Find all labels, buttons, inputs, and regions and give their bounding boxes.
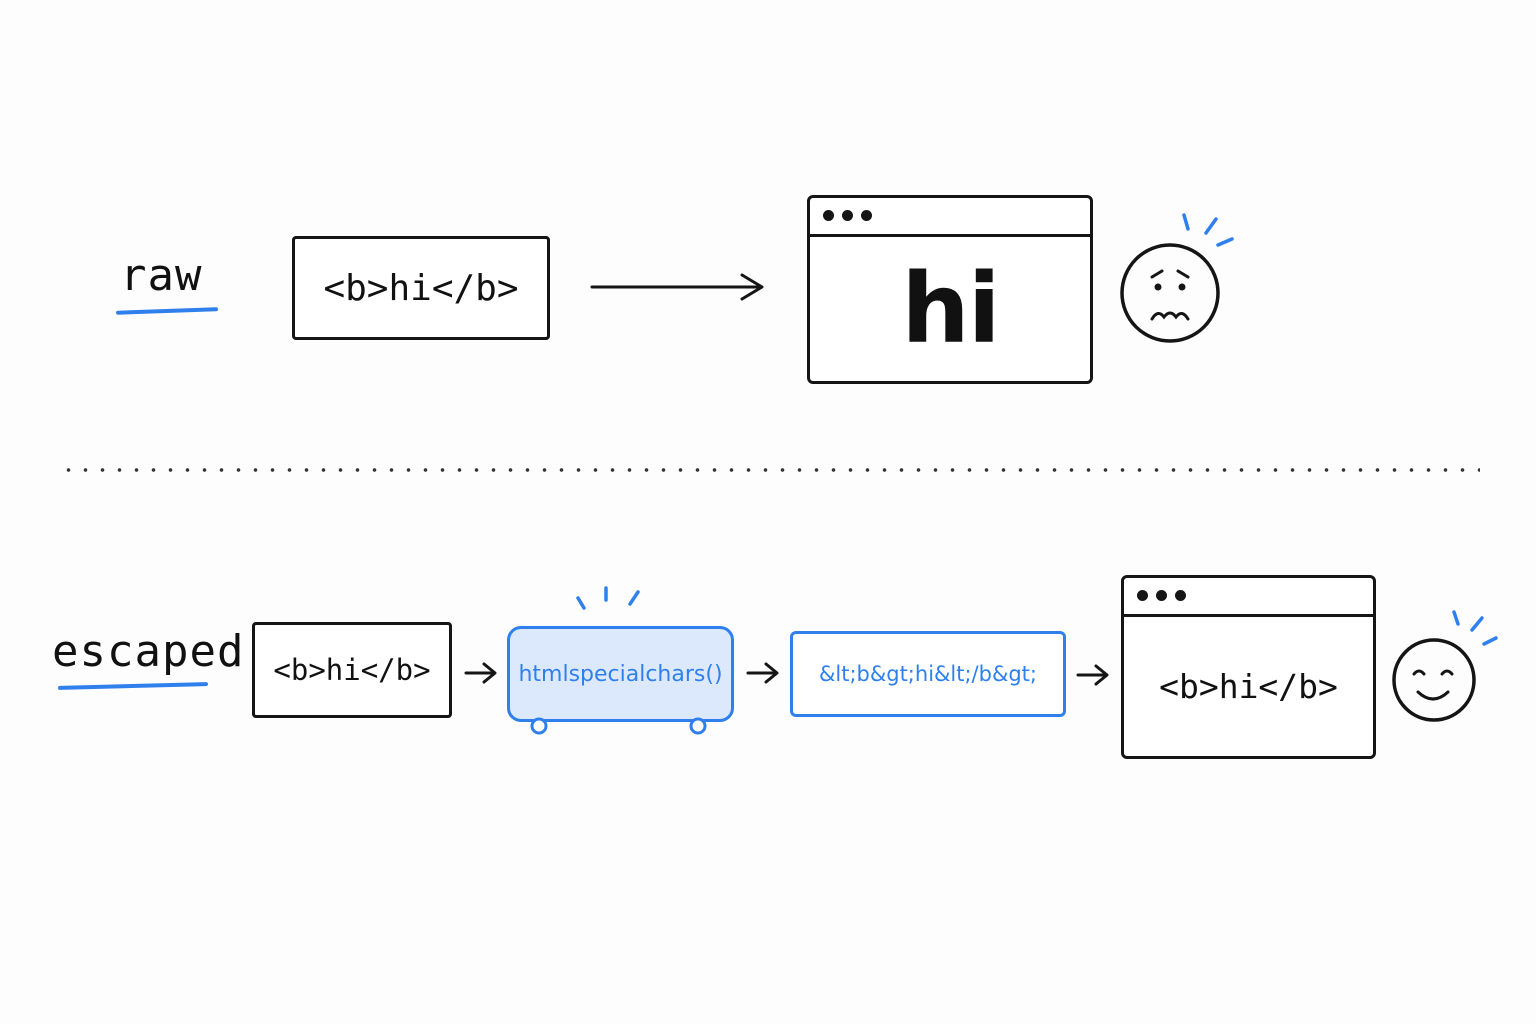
window-dot-icon: [842, 210, 853, 221]
escaped-output-box: &lt;b&gt;hi&lt;/b&gt;: [790, 631, 1066, 717]
machine-wheels-icon: [530, 717, 707, 735]
raw-arrow-icon: [590, 273, 764, 301]
window-dot-icon: [861, 210, 872, 221]
escaped-browser-window: <b>hi</b>: [1121, 575, 1376, 759]
escaped-label: escaped: [52, 626, 245, 677]
escaped-rendered-output: <b>hi</b>: [1159, 667, 1338, 706]
function-name: htmlspecialchars(): [518, 661, 723, 687]
escaped-browser-titlebar: [1124, 578, 1373, 617]
arrow-right-icon: [746, 662, 779, 684]
escaped-output-code: &lt;b&gt;hi&lt;/b&gt;: [819, 662, 1037, 686]
raw-label: raw: [120, 250, 203, 301]
arrow-right-icon: [464, 662, 497, 684]
window-dot-icon: [823, 210, 834, 221]
dotted-separator: [60, 467, 1480, 473]
raw-underline: [115, 307, 219, 315]
escaped-underline: [57, 682, 209, 690]
window-dot-icon: [1156, 590, 1167, 601]
escaped-input-code: <b>hi</b>: [273, 653, 431, 687]
window-dot-icon: [1175, 590, 1186, 601]
worried-face-icon: [1120, 213, 1234, 343]
raw-input-box: <b>hi</b>: [292, 236, 550, 340]
htmlspecialchars-function-box: htmlspecialchars(): [507, 626, 734, 722]
arrow-right-icon: [1076, 664, 1109, 686]
machine-sparkle-icon: [576, 586, 640, 610]
raw-rendered-output: hi: [901, 253, 1000, 365]
raw-input-code: <b>hi</b>: [323, 267, 519, 309]
escaped-input-box: <b>hi</b>: [252, 622, 452, 718]
raw-browser-titlebar: [810, 198, 1090, 237]
smiling-face-icon: [1392, 610, 1498, 722]
raw-browser-window: hi: [807, 195, 1093, 384]
window-dot-icon: [1137, 590, 1148, 601]
